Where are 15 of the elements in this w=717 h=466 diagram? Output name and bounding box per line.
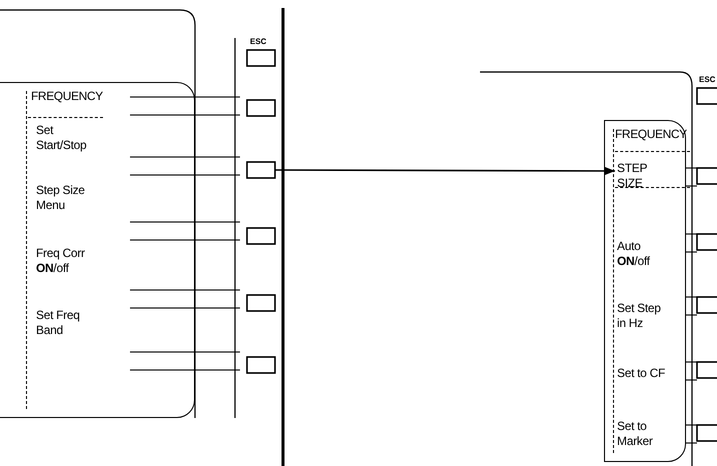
menu-item: Auto ON/off xyxy=(617,239,669,269)
menu-item: Set Freq Band xyxy=(36,308,102,338)
menu-item: Set Start/Stop xyxy=(36,123,102,153)
key-label: ESC xyxy=(250,37,266,46)
menu-item: STEP SIZE xyxy=(617,161,669,191)
menu-item: Step Size Menu xyxy=(36,183,102,213)
menu-item: Set to CF xyxy=(617,366,669,381)
menu-title: FREQUENCY xyxy=(31,89,103,103)
menu-item: Set Step in Hz xyxy=(617,301,669,331)
arrow xyxy=(275,166,615,175)
menu-item: Freq Corr ON/off xyxy=(36,246,102,276)
menu-item: Set to Marker xyxy=(617,419,669,449)
key-label: ESC xyxy=(699,75,716,84)
softkey xyxy=(246,161,276,179)
menu-panel xyxy=(0,82,195,418)
